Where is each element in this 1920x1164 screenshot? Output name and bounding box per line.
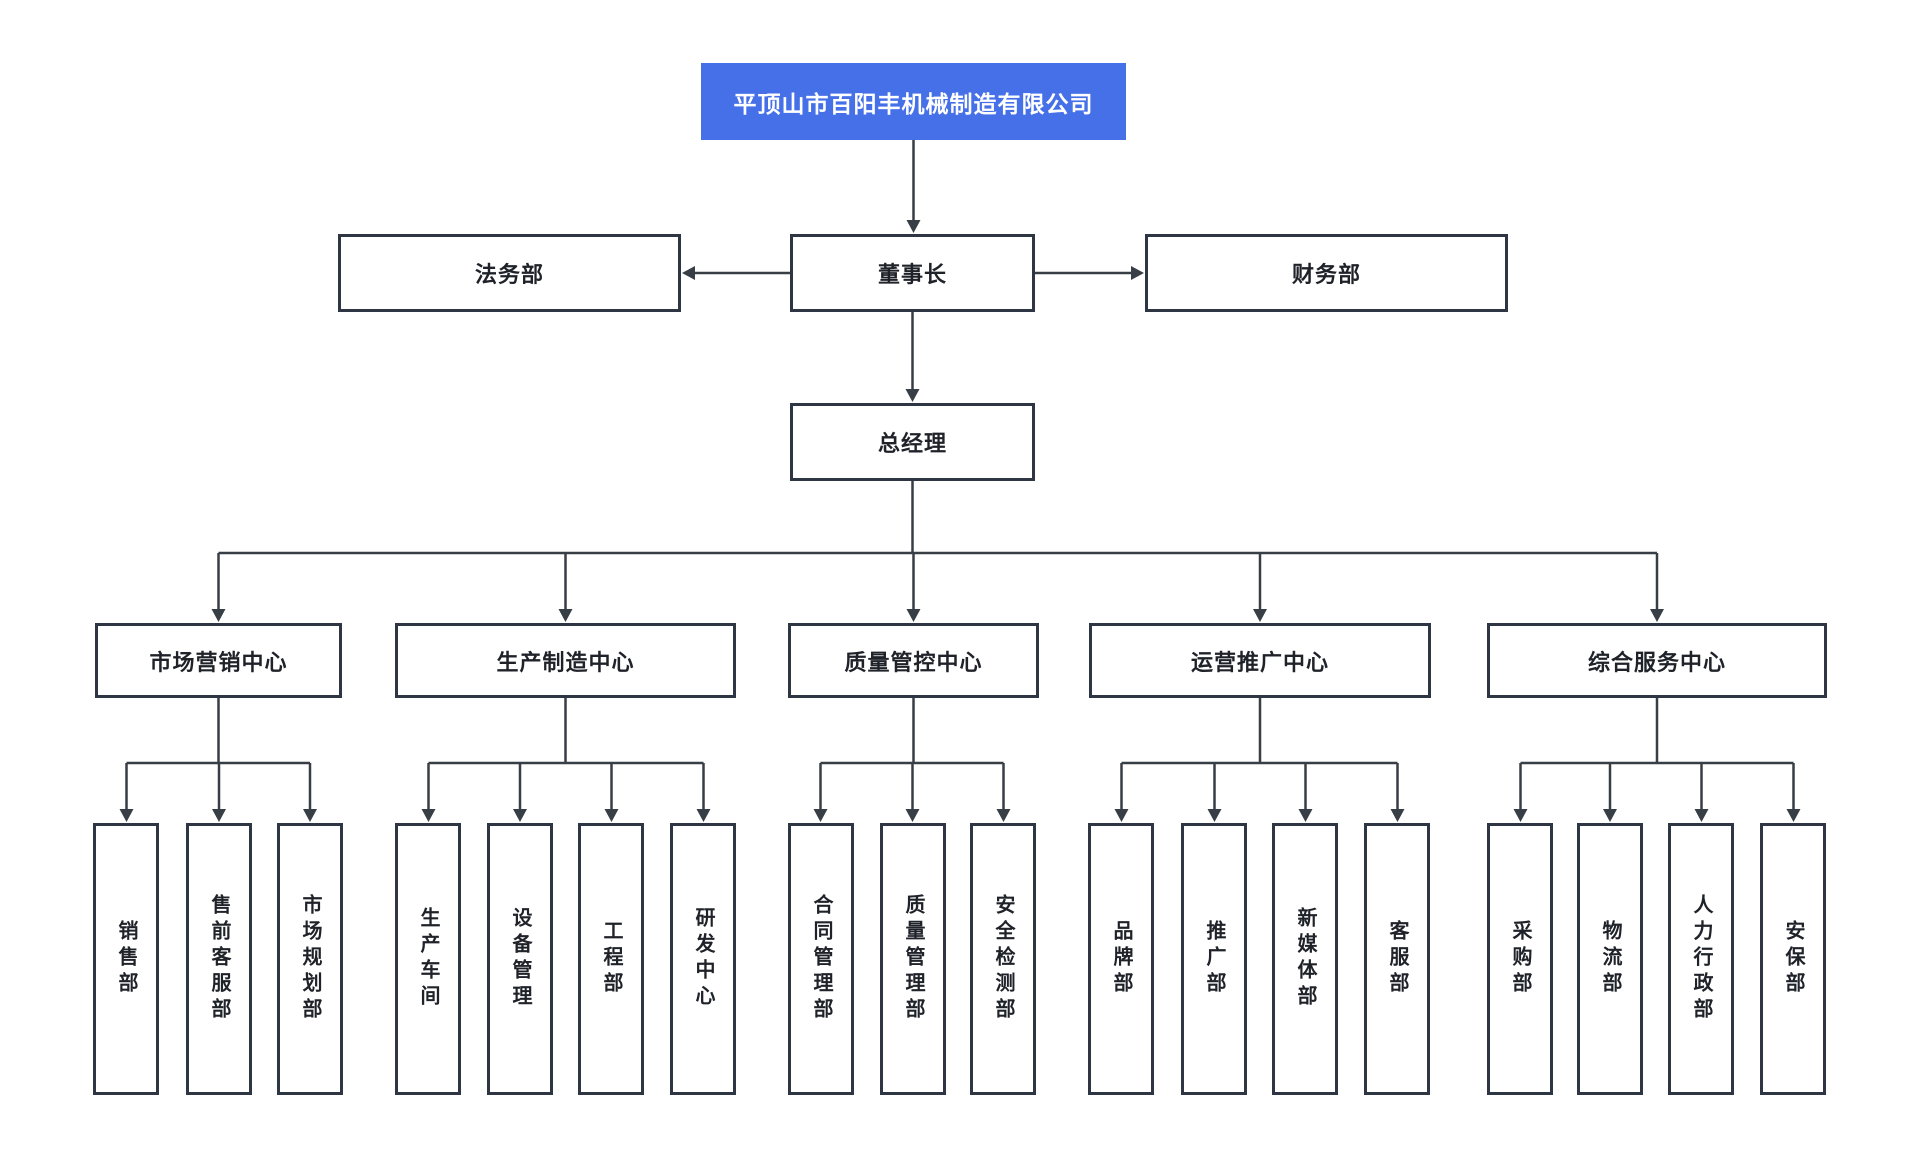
- dept-node-customer-service: 客服部: [1364, 823, 1430, 1095]
- finance-dept-node: 财务部: [1145, 234, 1508, 312]
- dept-node-procurement: 采购部: [1487, 823, 1553, 1095]
- chairman-node: 董事长: [790, 234, 1035, 312]
- center-node-quality: 质量管控中心: [788, 623, 1039, 698]
- dept-label: 人力行政部: [1690, 894, 1712, 1024]
- dept-node-brand: 品牌部: [1088, 823, 1154, 1095]
- dept-node-equipment-management: 设备管理: [487, 823, 553, 1095]
- dept-node-contract-management: 合同管理部: [788, 823, 854, 1095]
- dept-label: 安全检测部: [992, 894, 1014, 1024]
- dept-label: 新媒体部: [1294, 907, 1316, 1011]
- dept-label: 售前客服部: [208, 894, 230, 1024]
- finance-dept-label: 财务部: [1291, 262, 1361, 287]
- dept-label: 研发中心: [692, 907, 714, 1011]
- dept-node-market-planning: 市场规划部: [277, 823, 343, 1095]
- company-node: 平顶山市百阳丰机械制造有限公司: [701, 63, 1126, 140]
- dept-label: 销售部: [115, 920, 137, 998]
- center-node-operations: 运营推广中心: [1089, 623, 1431, 698]
- general-manager-node: 总经理: [790, 403, 1035, 481]
- dept-node-quality-management: 质量管理部: [880, 823, 946, 1095]
- dept-label: 市场规划部: [299, 894, 321, 1024]
- center-label: 质量管控中心: [844, 649, 983, 675]
- dept-label: 质量管理部: [902, 894, 924, 1024]
- dept-node-rd-center: 研发中心: [670, 823, 736, 1095]
- dept-label: 安保部: [1782, 920, 1804, 998]
- center-label: 生产制造中心: [496, 649, 635, 675]
- dept-label: 合同管理部: [810, 894, 832, 1024]
- dept-label: 推广部: [1203, 920, 1225, 998]
- center-label: 运营推广中心: [1190, 649, 1329, 675]
- dept-node-safety-inspection: 安全检测部: [970, 823, 1036, 1095]
- dept-node-production-workshop: 生产车间: [395, 823, 461, 1095]
- center-node-marketing: 市场营销中心: [95, 623, 342, 698]
- dept-node-sales: 销售部: [93, 823, 159, 1095]
- dept-label: 工程部: [600, 920, 622, 998]
- legal-dept-label: 法务部: [474, 262, 544, 287]
- dept-node-promotion: 推广部: [1181, 823, 1247, 1095]
- dept-label: 设备管理: [509, 907, 531, 1011]
- dept-label: 客服部: [1386, 920, 1408, 998]
- dept-label: 生产车间: [417, 907, 439, 1011]
- dept-label: 物流部: [1599, 920, 1621, 998]
- dept-node-new-media: 新媒体部: [1272, 823, 1338, 1095]
- legal-dept-node: 法务部: [338, 234, 681, 312]
- dept-node-logistics: 物流部: [1577, 823, 1643, 1095]
- center-label: 市场营销中心: [149, 649, 288, 675]
- center-node-production: 生产制造中心: [395, 623, 736, 698]
- dept-node-engineering: 工程部: [578, 823, 644, 1095]
- dept-label: 采购部: [1509, 920, 1531, 998]
- general-manager-label: 总经理: [877, 431, 947, 456]
- center-label: 综合服务中心: [1587, 649, 1726, 675]
- dept-node-presales-service: 售前客服部: [186, 823, 252, 1095]
- dept-node-hr-admin: 人力行政部: [1668, 823, 1734, 1095]
- company-label: 平顶山市百阳丰机械制造有限公司: [733, 90, 1094, 117]
- dept-label: 品牌部: [1110, 920, 1132, 998]
- chairman-label: 董事长: [877, 262, 947, 287]
- center-node-service: 综合服务中心: [1487, 623, 1827, 698]
- dept-node-security: 安保部: [1760, 823, 1826, 1095]
